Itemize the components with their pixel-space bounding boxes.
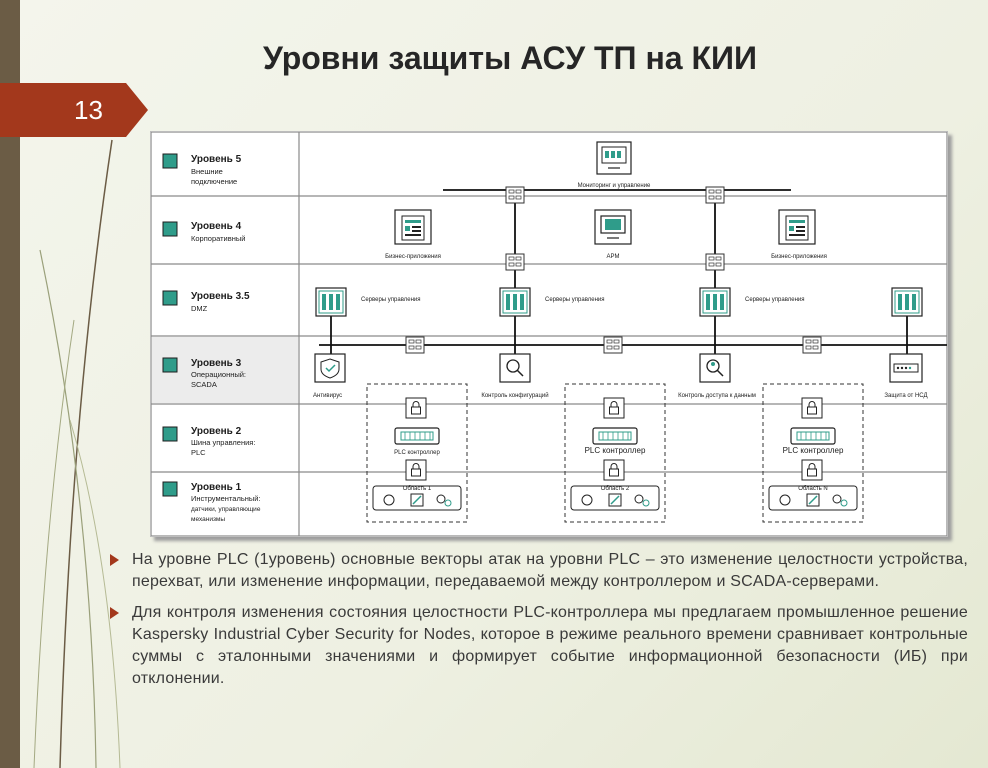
svg-text:Уровень 4: Уровень 4: [191, 221, 242, 232]
bullet-item: На уровне PLC (1уровень) основные вектор…: [110, 549, 968, 593]
svg-text:АРМ: АРМ: [607, 254, 620, 260]
server-icon: [699, 287, 731, 317]
server-icon: [315, 287, 347, 317]
bullet-arrow-icon: [110, 554, 119, 566]
monitoring-node: Мониторинг и управление: [578, 141, 651, 189]
lock-icon: [405, 397, 427, 419]
firewall-icon: [603, 336, 623, 354]
svg-text:Инструментальный:: Инструментальный:: [191, 494, 261, 503]
svg-text:SCADA: SCADA: [191, 380, 217, 389]
document-icon: [394, 209, 432, 245]
svg-text:PLC контроллер: PLC контроллер: [783, 446, 844, 455]
level-4-nodes: Бизнес-приложения АРМ Бизнес-приложения: [385, 209, 827, 260]
firewall-icon: [505, 186, 525, 204]
bullet-list: На уровне PLC (1уровень) основные вектор…: [110, 549, 968, 699]
svg-text:Уровень 1: Уровень 1: [191, 482, 242, 493]
svg-text:PLC контроллер: PLC контроллер: [394, 450, 440, 456]
slide-number: 13: [74, 95, 103, 125]
lock-icon: [603, 459, 625, 481]
controller-area-n: PLC контроллер Область N: [762, 383, 864, 523]
svg-text:Уровень 3.5: Уровень 3.5: [191, 291, 250, 302]
svg-text:DMZ: DMZ: [191, 304, 208, 313]
svg-text:Мониторинг и управление: Мониторинг и управление: [578, 183, 651, 189]
firewall-icon: [705, 186, 725, 204]
left-frame-strip: [0, 0, 20, 768]
level-2: Уровень 2 Шина управления: PLC: [162, 426, 255, 457]
firewall-icon: [405, 336, 425, 354]
svg-text:Защита от НСД: Защита от НСД: [884, 393, 927, 399]
level-5: Уровень 5 Внешние подключение: [162, 153, 242, 186]
svg-text:Антивирус: Антивирус: [313, 393, 342, 399]
svg-text:Область N: Область N: [798, 486, 828, 492]
svg-text:Область 1: Область 1: [403, 486, 432, 492]
plc-icon: [394, 427, 440, 445]
svg-text:механизмы: механизмы: [191, 516, 225, 523]
slide-number-badge: 13: [0, 83, 150, 137]
svg-text:Бизнес-приложения: Бизнес-приложения: [385, 254, 441, 260]
scada-nodes: Антивирус Контроль конфигураций Контроль…: [313, 353, 928, 399]
firewall-icon: [705, 253, 725, 271]
security-levels-diagram: Уровень 5 Внешние подключение Уровень 4 …: [150, 131, 948, 537]
svg-text:Контроль доступа к данным: Контроль доступа к данным: [678, 393, 756, 399]
slide-title: Уровни защиты АСУ ТП на КИИ: [263, 40, 757, 76]
slide-number-arrow: [0, 83, 148, 137]
lock-icon: [405, 459, 427, 481]
svg-text:Уровень 3: Уровень 3: [191, 358, 242, 369]
search-icon: [499, 353, 531, 383]
document-icon: [778, 209, 816, 245]
svg-text:PLC: PLC: [191, 448, 206, 457]
svg-text:Операционный:: Операционный:: [191, 370, 246, 379]
level-labels: Уровень 5 Внешние подключение Уровень 4 …: [162, 153, 261, 523]
svg-text:датчики, управляющие: датчики, управляющие: [191, 506, 261, 513]
level-1: Уровень 1 Инструментальный: датчики, упр…: [162, 481, 261, 523]
dmz-servers: Серверы управления Серверы управления Се…: [315, 287, 923, 317]
svg-text:Шина управления:: Шина управления:: [191, 438, 255, 447]
svg-text:Внешние: Внешние: [191, 167, 223, 176]
user-search-icon: [699, 353, 731, 383]
svg-text:Уровень 2: Уровень 2: [191, 426, 242, 437]
firewall-icon: [802, 336, 822, 354]
svg-text:Серверы управления: Серверы управления: [745, 297, 805, 303]
decorative-lines: [33, 139, 121, 768]
svg-text:Область 2: Область 2: [601, 486, 630, 492]
svg-text:PLC контроллер: PLC контроллер: [585, 446, 646, 455]
lock-icon: [603, 397, 625, 419]
server-icon: [499, 287, 531, 317]
controller-area-1: PLC контроллер Область 1: [366, 383, 468, 523]
svg-text:подключение: подключение: [191, 177, 237, 186]
level-4: Уровень 4 Корпоративный: [162, 221, 245, 243]
lock-icon: [801, 459, 823, 481]
plc-icon: [592, 427, 638, 445]
svg-text:Бизнес-приложения: Бизнес-приложения: [771, 254, 827, 260]
svg-text:Уровень 5: Уровень 5: [191, 154, 242, 165]
controller-area-2: PLC контроллер Область 2: [564, 383, 666, 523]
svg-text:Корпоративный: Корпоративный: [191, 234, 245, 243]
lock-icon: [801, 397, 823, 419]
level-3-5: Уровень 3.5 DMZ: [162, 290, 250, 313]
bullet-item: Для контроля изменения состояния целостн…: [110, 602, 968, 690]
svg-text:Контроль конфигураций: Контроль конфигураций: [481, 392, 548, 399]
firewall-icon: [505, 253, 525, 271]
svg-text:Серверы управления: Серверы управления: [361, 297, 421, 303]
bullet-arrow-icon: [110, 607, 119, 619]
arm-workstation: АРМ: [594, 209, 632, 260]
plc-icon: [790, 427, 836, 445]
svg-text:Серверы управления: Серверы управления: [545, 297, 605, 303]
level-3: Уровень 3 Операционный: SCADA: [162, 357, 246, 389]
server-icon: [891, 287, 923, 317]
